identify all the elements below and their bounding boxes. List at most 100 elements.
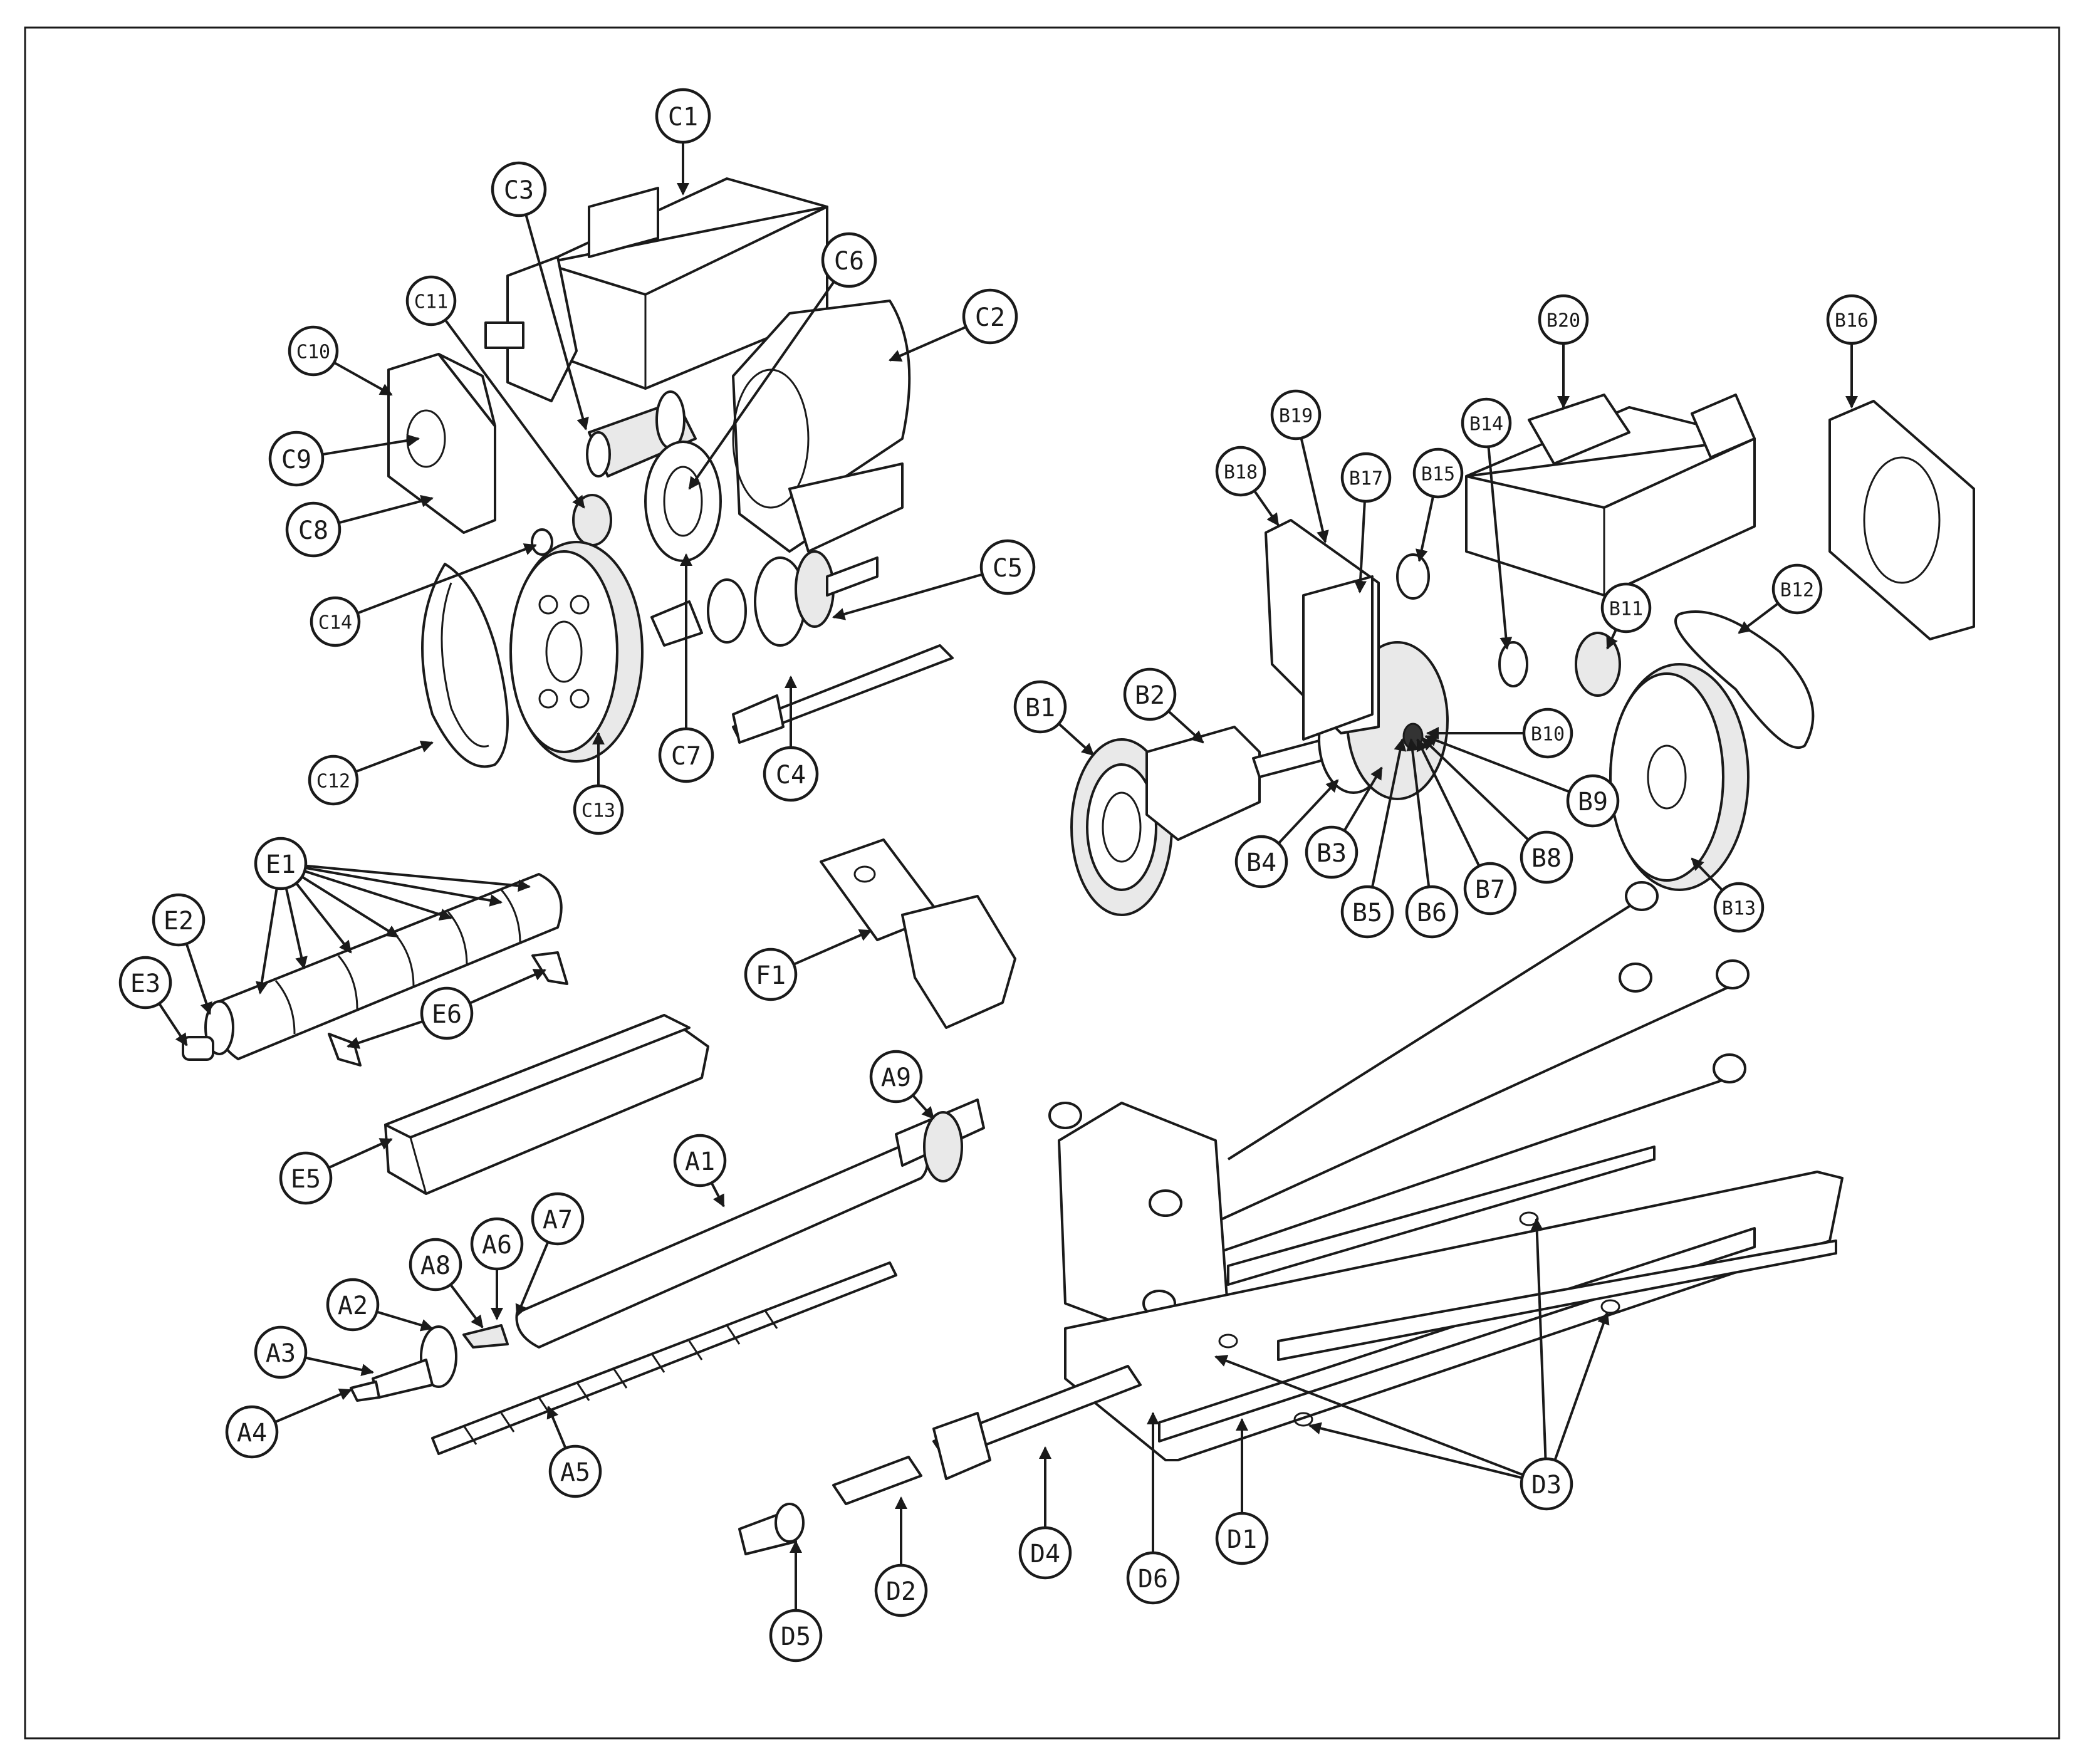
callout-label: C1 — [668, 103, 698, 132]
callout-c12: C12 — [308, 741, 434, 806]
callout-circle — [1305, 825, 1359, 879]
callout-b1: B1 — [1013, 680, 1095, 756]
leader-line — [1371, 738, 1407, 888]
callout-b18: B18 — [1215, 446, 1280, 526]
callout-b4: B4 — [1234, 779, 1339, 889]
callout-label: D5 — [781, 1622, 811, 1651]
callout-circle — [869, 1050, 923, 1104]
callout-label: C8 — [298, 516, 328, 545]
callout-circle — [491, 161, 547, 217]
callout-circle — [1826, 294, 1877, 345]
leader-line — [295, 882, 352, 954]
callout-circle — [420, 986, 474, 1040]
belt-c12 — [421, 563, 509, 768]
callout-circle — [118, 956, 172, 1010]
callout-b6: B6 — [1405, 738, 1459, 939]
callout-label: B18 — [1224, 462, 1258, 484]
callout-circle — [821, 232, 877, 288]
callout-circle — [1520, 830, 1573, 884]
callout-e6: E6 — [347, 969, 546, 1049]
callout-circle — [874, 1563, 928, 1617]
callout-label: B14 — [1469, 414, 1503, 436]
leader-line — [1406, 738, 1431, 887]
callout-circle — [409, 1238, 462, 1292]
callout-circle — [254, 837, 308, 890]
callout-label: A4 — [237, 1419, 267, 1448]
callout-b11: B11 — [1600, 582, 1652, 650]
callout-label: A9 — [881, 1063, 911, 1092]
callout-circle — [763, 746, 819, 802]
callout-d5: D5 — [769, 1540, 823, 1662]
motor-b20 — [1465, 394, 1756, 597]
callout-label: B2 — [1135, 681, 1165, 710]
callout-label: C4 — [776, 761, 806, 790]
plate-b16 — [1828, 400, 1975, 640]
callout-b3: B3 — [1305, 766, 1383, 879]
callout-circle — [1215, 1511, 1269, 1565]
leader-line — [1253, 490, 1280, 526]
callout-label: E1 — [266, 850, 296, 879]
callout-circle — [673, 1134, 727, 1187]
callout-e2: E2 — [152, 893, 212, 1015]
callout-label: E3 — [130, 969, 160, 998]
callout-label: A3 — [266, 1339, 296, 1368]
callout-label: F1 — [756, 961, 786, 990]
callout-circle — [279, 1151, 333, 1205]
leader-line — [301, 875, 399, 938]
callout-circle — [1520, 1457, 1573, 1511]
callout-a2: A2 — [326, 1278, 434, 1332]
callout-label: A5 — [560, 1458, 590, 1487]
callout-c14: C14 — [310, 543, 537, 647]
callout-e1: E1 — [254, 837, 531, 994]
leader-line — [449, 1283, 484, 1328]
leader-line — [444, 319, 585, 509]
callout-c7: C7 — [658, 553, 714, 783]
callout-circle — [1713, 882, 1765, 933]
callout-a8: A8 — [409, 1238, 484, 1328]
leader-line — [1487, 446, 1513, 650]
callout-c9: C9 — [268, 431, 420, 487]
callout-label: C10 — [296, 342, 330, 363]
callout-label: B4 — [1246, 848, 1276, 877]
callout-c13: C13 — [573, 732, 624, 835]
clip-e6-top — [531, 951, 568, 985]
leader-line — [832, 573, 983, 620]
rod-d2 — [832, 1456, 922, 1505]
callout-a6: A6 — [470, 1217, 524, 1320]
callout-circle — [1126, 1551, 1180, 1605]
callout-label: C14 — [318, 612, 352, 634]
cylinder-d4 — [932, 1365, 1142, 1480]
callout-d1: D1 — [1215, 1418, 1269, 1565]
coupling-b14 — [1498, 641, 1528, 687]
callout-b16: B16 — [1826, 294, 1877, 409]
callout-a3: A3 — [254, 1325, 374, 1379]
callout-label: B9 — [1578, 788, 1608, 817]
leader-line — [357, 543, 537, 615]
callout-b17: B17 — [1340, 452, 1392, 593]
callout-b20: B20 — [1538, 294, 1589, 409]
clip-e6-bottom — [328, 1033, 362, 1067]
base-frame-d1 — [1064, 1146, 1844, 1461]
callout-circle — [405, 275, 457, 326]
callout-c6: C6 — [688, 232, 877, 490]
leader-line — [1214, 1355, 1524, 1476]
callout-label: C7 — [671, 742, 701, 771]
leader-line — [1424, 734, 1570, 793]
callout-a9: A9 — [869, 1050, 935, 1120]
callout-circle — [268, 431, 325, 487]
tip-e3 — [182, 1036, 214, 1061]
callout-label: C3 — [504, 176, 534, 205]
callout-label: B7 — [1475, 875, 1505, 904]
callout-circle — [470, 1217, 524, 1271]
leader-line — [1553, 1312, 1610, 1461]
callout-circle — [1340, 885, 1394, 939]
callout-c2: C2 — [889, 288, 1018, 362]
callout-label: B6 — [1417, 899, 1447, 927]
callout-label: B5 — [1352, 899, 1382, 927]
callout-label: A2 — [338, 1292, 368, 1320]
callout-circle — [288, 325, 339, 377]
callout-circle — [1123, 667, 1177, 721]
leader-line — [1167, 710, 1204, 744]
callout-circle — [962, 288, 1018, 345]
leader-line — [688, 281, 835, 490]
